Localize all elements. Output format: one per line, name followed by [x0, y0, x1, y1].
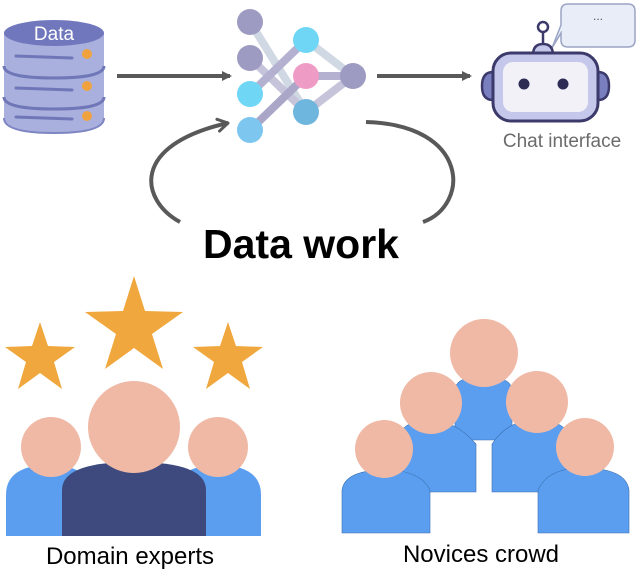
loop-arrow-right — [365, 120, 456, 224]
db-indicator-dot — [82, 81, 92, 91]
network-node — [293, 99, 319, 125]
star-icon — [85, 276, 183, 369]
network-node — [237, 9, 263, 35]
network-node — [340, 63, 366, 89]
network-node — [237, 81, 263, 107]
database-icon: Data — [2, 20, 106, 135]
expert-group-icon — [5, 276, 263, 536]
loop-arrow-left — [149, 117, 230, 224]
db-indicator-dot — [82, 49, 92, 59]
domain-experts-label: Domain experts — [46, 543, 214, 570]
crowd-group-icon — [341, 319, 630, 534]
robot-eye — [518, 78, 530, 90]
novices-crowd-label: Novices crowd — [403, 541, 559, 568]
network-node — [237, 45, 263, 71]
star-icon — [5, 322, 75, 389]
diagram-title: Data work — [203, 221, 399, 267]
chat-interface-label: Chat interface — [503, 131, 621, 152]
network-node — [293, 27, 319, 53]
bubble-text: ... — [593, 9, 603, 23]
robot-icon: ... — [480, 3, 636, 123]
star-icon — [193, 322, 263, 389]
speech-bubble: ... — [551, 3, 636, 49]
database-label: Data — [34, 24, 75, 45]
network-node — [293, 63, 319, 89]
robot-eye — [557, 78, 569, 90]
neural-network-icon — [237, 9, 366, 143]
network-node — [237, 117, 263, 143]
db-indicator-dot — [82, 111, 92, 121]
